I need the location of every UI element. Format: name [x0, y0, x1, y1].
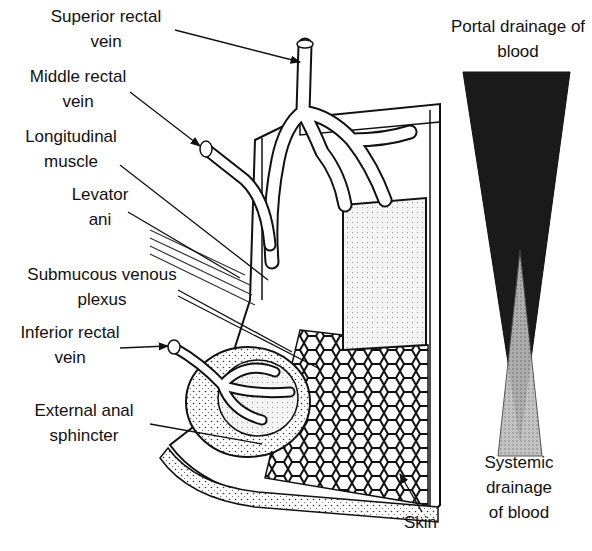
leader-line	[150, 424, 262, 444]
skin-layer	[160, 448, 438, 522]
middle-vein	[200, 141, 270, 245]
part-name: External anal sphincter	[10, 398, 158, 448]
vein-lumen	[175, 348, 290, 420]
vein-cut-end	[297, 40, 313, 48]
leader-line	[175, 30, 300, 62]
inferior-vein	[168, 340, 290, 420]
leader-line	[130, 92, 200, 146]
vein-outline	[271, 45, 410, 262]
gradient-label: Portal drainage of blood	[448, 14, 588, 64]
part-name: Longitudinal muscle	[6, 124, 136, 174]
rectal-wall	[170, 104, 440, 520]
vein-outline	[175, 348, 290, 420]
part-name: Middle rectal vein	[28, 64, 128, 114]
mucosa-panel	[343, 198, 426, 350]
systemic-wedge	[498, 250, 542, 456]
part-name: Skin	[404, 510, 454, 535]
vein-cut-end	[200, 141, 212, 157]
part-name: Submucous venous plexus	[22, 262, 182, 312]
vein-lumen	[207, 150, 270, 245]
vein-outline	[207, 150, 270, 245]
wall-right-edge	[429, 110, 431, 510]
part-name: Levator ani	[64, 182, 136, 232]
part-name: Superior rectal vein	[50, 4, 162, 54]
leader-line	[178, 290, 292, 352]
part-name: Inferior rectal vein	[18, 320, 122, 370]
superior-vein-tree	[271, 40, 410, 262]
gradient-label: Systemic drainage of blood	[478, 450, 560, 525]
leader-line	[120, 346, 168, 348]
vein-cut-end	[168, 340, 180, 354]
leader-line	[400, 474, 422, 512]
leader-line	[120, 165, 268, 280]
vein-lumen	[271, 45, 410, 262]
leader-line	[178, 296, 318, 368]
